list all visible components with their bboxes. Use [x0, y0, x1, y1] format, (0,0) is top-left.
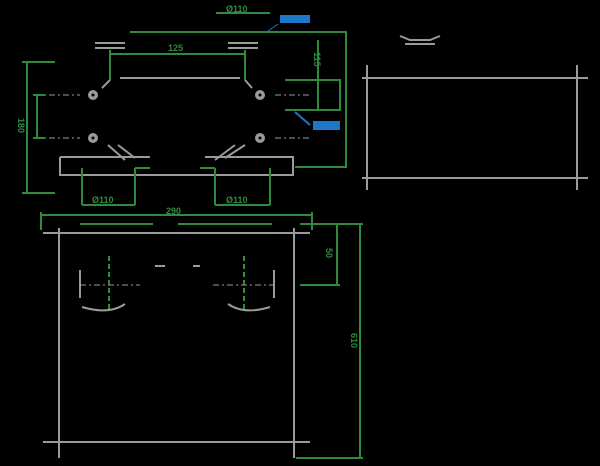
front-view: 290 50 610	[40, 206, 363, 459]
dim-bottom-left-diameter: Ø110	[92, 195, 114, 205]
dim-top-diameter: Ø110	[226, 4, 248, 14]
dim-bottom-right-diameter: Ø110	[226, 195, 248, 205]
side-view	[362, 35, 588, 190]
dim-width: 290	[166, 206, 181, 216]
dim-height-left: 180	[16, 118, 26, 133]
dim-height: 610	[349, 333, 359, 348]
top-view: Ø110 115 125 180 Ø110 Ø110	[16, 4, 347, 206]
dim-center-spacing: 125	[168, 43, 183, 53]
callout-box	[280, 15, 310, 23]
mounting-holes	[88, 90, 265, 143]
callout-box-2	[313, 121, 340, 130]
dim-offset: 50	[324, 248, 334, 258]
